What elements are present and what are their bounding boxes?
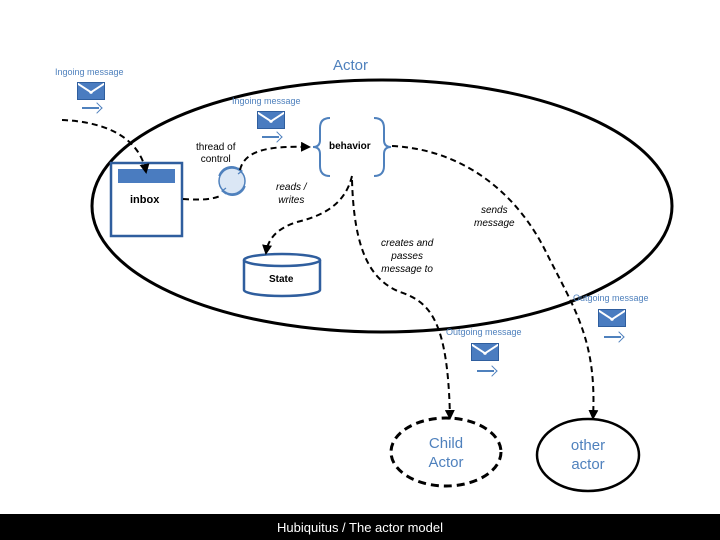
behavior-to-state-arrow bbox=[262, 175, 353, 255]
arrow-right-icon bbox=[477, 366, 497, 376]
footer-title: Hubiquitus / The actor model bbox=[277, 519, 443, 535]
envelope-icon bbox=[77, 82, 105, 100]
thread-of-control-label: thread of control bbox=[196, 142, 236, 165]
behavior-right-brace bbox=[373, 117, 392, 177]
ingoing-message-inner-label: Ingoing message bbox=[232, 96, 301, 106]
other-actor-label: other actor bbox=[570, 437, 606, 473]
envelope-icon bbox=[257, 111, 285, 129]
arrow-right-icon bbox=[82, 103, 102, 113]
state-label: State bbox=[269, 274, 294, 285]
behavior-label: behavior bbox=[329, 141, 371, 152]
ingoing-arrow bbox=[61, 119, 150, 174]
child-actor-ellipse bbox=[389, 416, 503, 488]
arrow-right-icon bbox=[604, 332, 624, 342]
footer-bar: Hubiquitus / The actor model bbox=[0, 514, 720, 540]
arrow-right-icon bbox=[262, 132, 282, 142]
cycle-icon bbox=[218, 166, 246, 196]
envelope-icon bbox=[598, 309, 626, 327]
behavior-to-child-arrow bbox=[351, 179, 455, 420]
other-actor-ellipse bbox=[535, 417, 641, 493]
thread-to-behavior-arrow bbox=[239, 141, 311, 171]
behavior-left-brace bbox=[312, 117, 331, 177]
actor-title: Actor bbox=[333, 57, 369, 74]
ingoing-message-outer-label: Ingoing message bbox=[55, 67, 124, 77]
creates-label: creates and passes message to bbox=[381, 238, 434, 275]
envelope-icon bbox=[471, 343, 499, 361]
sends-message-label: sends message bbox=[474, 205, 515, 229]
inbox-bar bbox=[118, 169, 175, 183]
inbox-label: inbox bbox=[130, 194, 160, 206]
state-cylinder bbox=[242, 252, 322, 298]
actor-ellipse bbox=[90, 78, 674, 334]
outgoing-message-other-label: Outgoing message bbox=[573, 293, 649, 303]
outgoing-message-child-label: Outgoing message bbox=[446, 327, 522, 337]
inbox-to-thread-arrow bbox=[182, 195, 221, 201]
child-actor-label: Child Actor bbox=[428, 435, 464, 471]
behavior-to-other-arrow bbox=[391, 145, 599, 420]
reads-writes-label: reads / writes bbox=[276, 182, 307, 206]
